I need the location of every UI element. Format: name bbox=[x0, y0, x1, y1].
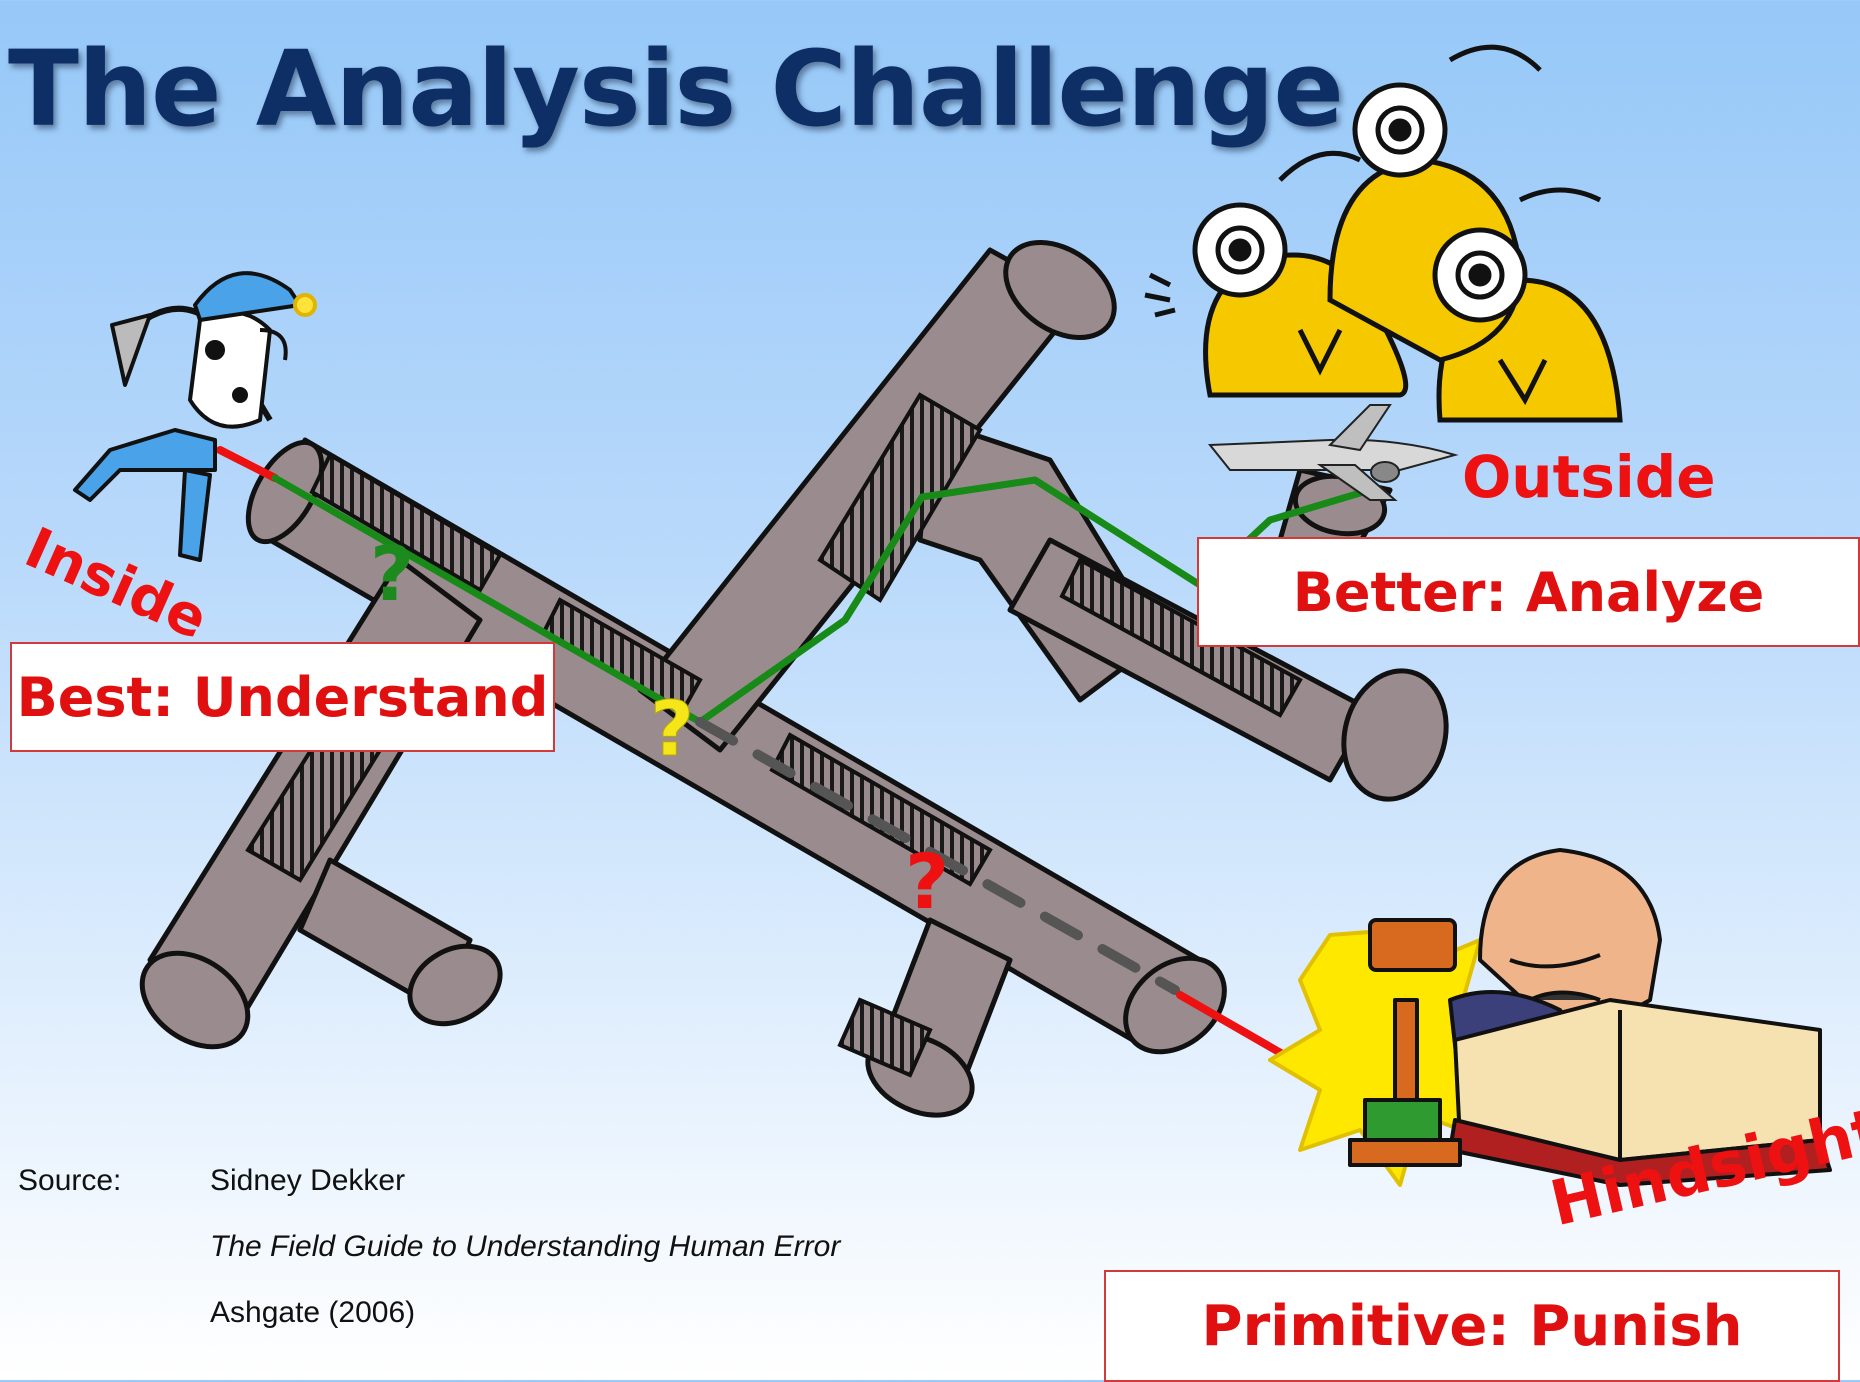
page-title: The Analysis Challenge bbox=[8, 28, 1344, 150]
judge-gavel-book-icon bbox=[1268, 848, 1832, 1187]
better-analyze-box: Better: Analyze bbox=[1197, 537, 1860, 647]
source-citation: Source: Sidney Dekker The Field Guide to… bbox=[18, 1148, 840, 1346]
source-book-title: The Field Guide to Understanding Human E… bbox=[210, 1230, 841, 1263]
question-mark-yellow: ? bbox=[650, 684, 694, 773]
question-mark-red: ? bbox=[905, 837, 949, 926]
pipe-opening bbox=[1123, 955, 1227, 1055]
pipe-opening bbox=[1003, 239, 1117, 341]
best-understand-box: Best: Understand bbox=[10, 642, 555, 752]
pipe-ribs bbox=[245, 392, 1303, 1078]
magnifier-investigators-icon bbox=[1144, 44, 1623, 423]
primitive-punish-box: Primitive: Punish bbox=[1104, 1270, 1840, 1382]
question-mark-green: ? bbox=[370, 529, 414, 618]
source-label: Source: bbox=[18, 1164, 122, 1197]
miner-icon bbox=[73, 271, 317, 562]
pipe-opening bbox=[1341, 668, 1449, 802]
source-publisher: Ashgate (2006) bbox=[210, 1296, 416, 1329]
pipe-opening bbox=[407, 943, 503, 1027]
airplane-icon bbox=[1207, 404, 1459, 501]
label-outside: Outside bbox=[1462, 443, 1716, 511]
path-red-start bbox=[216, 446, 279, 482]
source-author: Sidney Dekker bbox=[210, 1164, 406, 1197]
path-dashed bbox=[695, 717, 1180, 995]
path-green bbox=[271, 474, 1374, 726]
pipe-opening bbox=[139, 950, 251, 1050]
pipe-opening bbox=[245, 439, 325, 545]
